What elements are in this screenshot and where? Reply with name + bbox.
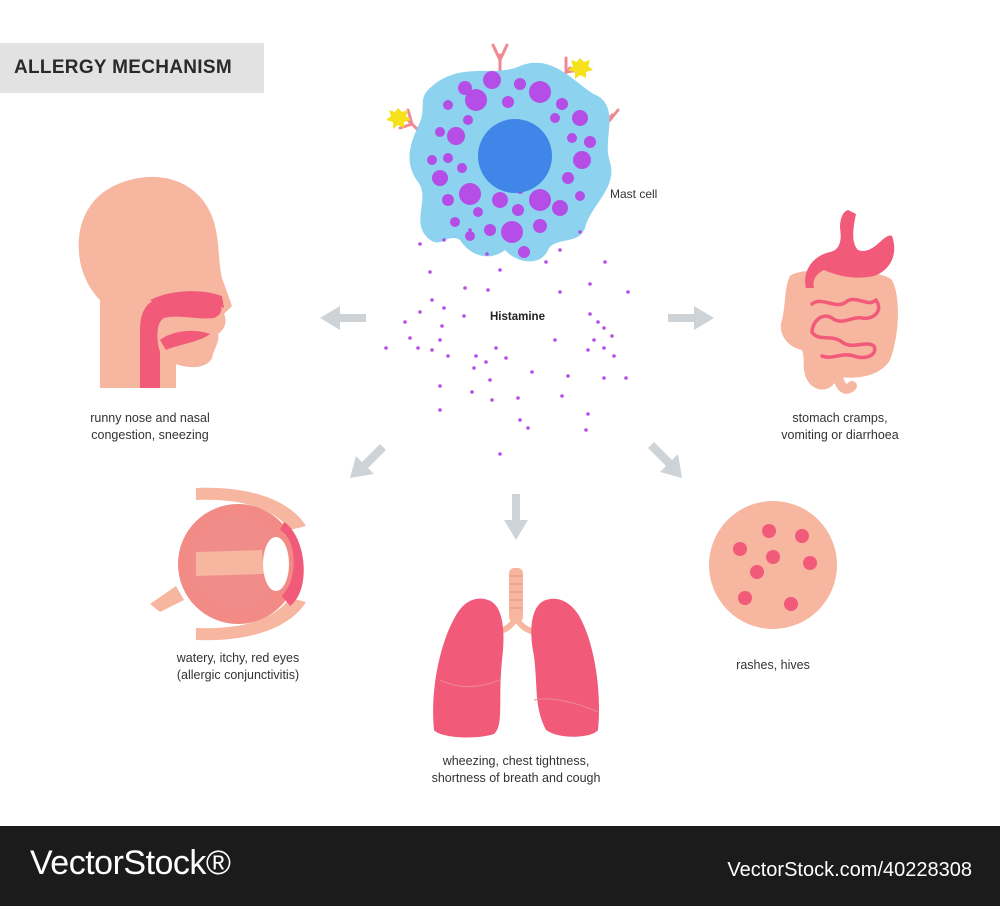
page-title: ALLERGY MECHANISM (14, 57, 232, 78)
skin-symptom-label: rashes, hives (736, 658, 810, 672)
histamine-particles (384, 228, 630, 456)
arrow-down-icon (504, 494, 528, 540)
mast-cell-illustration (386, 43, 620, 262)
digestive-system-illustration (780, 210, 898, 394)
lungs-illustration (433, 568, 600, 738)
lungs-symptom-label: wheezing, chest tightness, shortness of … (431, 754, 601, 785)
footer-image-id: VectorStock.com/40228308 (727, 859, 972, 881)
arrow-down-left-icon (350, 444, 386, 478)
nose-symptom-label: runny nose and nasal congestion, sneezin… (90, 411, 210, 442)
eye-illustration (150, 487, 306, 641)
histamine-label: Histamine (490, 311, 545, 323)
stomach-symptom-label: stomach cramps, vomiting or diarrhoea (781, 411, 899, 442)
mast-cell-label: Mast cell (610, 187, 658, 201)
arrow-right-icon (668, 306, 714, 330)
footer-brand-logo: VectorStock® (30, 844, 231, 882)
diagram-artwork (78, 43, 898, 738)
skin-rash-illustration (709, 501, 837, 629)
arrow-left-icon (320, 306, 366, 330)
head-illustration (78, 176, 232, 388)
footer-bar: VectorStock® VectorStock.com/40228308 (0, 826, 1000, 906)
eye-symptom-label: watery, itchy, red eyes (allergic conjun… (176, 651, 300, 682)
arrow-down-right-icon (648, 442, 682, 478)
title-banner: ALLERGY MECHANISM (0, 43, 264, 93)
arrows (320, 306, 714, 540)
